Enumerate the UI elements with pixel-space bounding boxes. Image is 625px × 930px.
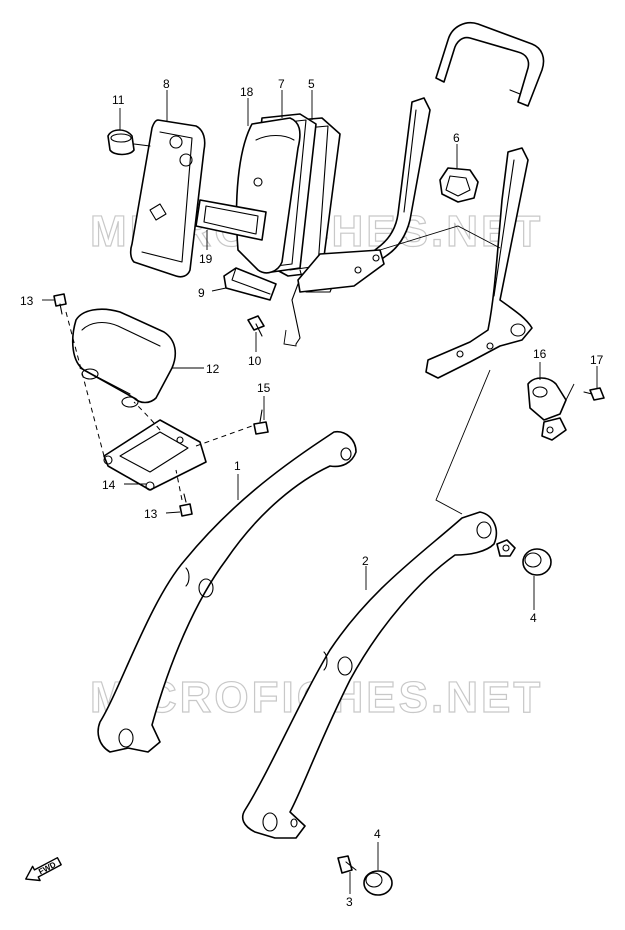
part-4-cap-bottom xyxy=(363,870,393,896)
callout-1: 1 xyxy=(234,459,241,473)
callout-3: 3 xyxy=(346,895,353,909)
callout-10: 10 xyxy=(248,354,262,368)
part-13-screw-top xyxy=(53,293,67,315)
fwd-arrow-icon: FWD xyxy=(25,856,62,882)
callout-4-right: 4 xyxy=(530,611,537,625)
callout-15: 15 xyxy=(257,381,271,395)
callout-14: 14 xyxy=(102,478,116,492)
part-9-block xyxy=(223,267,277,301)
part-6-cover xyxy=(439,167,479,203)
callout-4-bottom: 4 xyxy=(374,827,381,841)
callout-9: 9 xyxy=(198,286,205,300)
callout-8: 8 xyxy=(163,77,170,91)
part-3-bolt xyxy=(337,855,357,874)
handle-top xyxy=(435,22,545,107)
part-19-strap xyxy=(195,199,267,241)
callout-12: 12 xyxy=(206,362,220,376)
callout-16: 16 xyxy=(533,347,547,361)
part-4-cap-right xyxy=(522,548,552,576)
callout-5: 5 xyxy=(308,77,315,91)
callout-11: 11 xyxy=(112,93,125,107)
callout-6: 6 xyxy=(453,131,460,145)
callout-17: 17 xyxy=(590,353,604,367)
upright-right xyxy=(425,147,533,379)
part-2-arm xyxy=(241,511,498,839)
part-16-latch xyxy=(527,377,567,441)
part-8-plate xyxy=(129,119,206,278)
connection-lines xyxy=(65,225,575,515)
callout-13-bottom: 13 xyxy=(144,507,158,521)
part-14-bracket xyxy=(103,419,207,491)
part-1-arm xyxy=(97,430,357,753)
part-12-pad xyxy=(71,308,177,408)
callout-13-top: 13 xyxy=(20,294,34,308)
nut-right-arm xyxy=(496,539,516,557)
part-13-screw-bottom xyxy=(179,493,193,517)
callouts: 11 8 18 7 5 6 19 9 10 13 12 15 1 14 13 2… xyxy=(20,77,604,909)
callout-2: 2 xyxy=(362,554,369,568)
callout-18: 18 xyxy=(240,85,254,99)
part-17-screw xyxy=(583,387,605,401)
callout-leaders xyxy=(42,90,598,894)
callout-19: 19 xyxy=(199,252,213,266)
part-11-knob xyxy=(107,129,151,156)
callout-7: 7 xyxy=(278,77,285,91)
part-15-bolt xyxy=(253,409,269,435)
part-10-bolt xyxy=(247,315,265,337)
